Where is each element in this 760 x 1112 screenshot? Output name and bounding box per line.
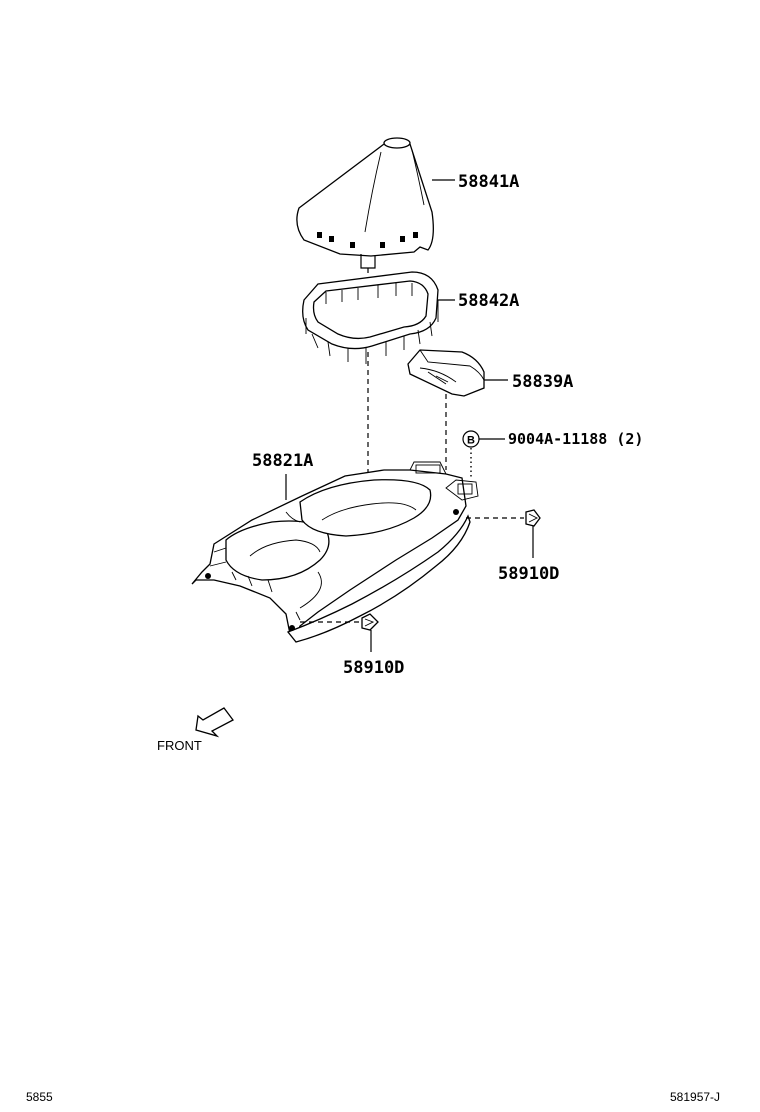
shift-boot-part[interactable] <box>296 137 434 269</box>
label-58841A: 58841A <box>458 172 519 192</box>
footer-right-code: 581957-J <box>670 1090 720 1104</box>
bolt-callout-letter: B <box>467 435 475 447</box>
cover-panel-part[interactable] <box>407 349 485 397</box>
clip-bottom-part[interactable] <box>361 613 379 631</box>
footer-left-code: 5855 <box>26 1090 53 1104</box>
label-58821A: 58821A <box>252 451 313 471</box>
console-body-part[interactable] <box>191 461 479 643</box>
retainer-frame-part[interactable] <box>302 271 439 364</box>
label-58910D-right: 58910D <box>498 564 559 584</box>
label-9004A-11188: 9004A-11188 (2) <box>508 430 643 448</box>
label-58839A: 58839A <box>512 372 573 392</box>
front-label: FRONT <box>157 738 202 753</box>
label-58910D-bottom: 58910D <box>343 658 404 678</box>
label-58842A: 58842A <box>458 291 519 311</box>
front-arrow-icon <box>195 707 234 738</box>
clip-right-part[interactable] <box>525 509 541 527</box>
bolt-callout[interactable]: B <box>462 430 480 448</box>
